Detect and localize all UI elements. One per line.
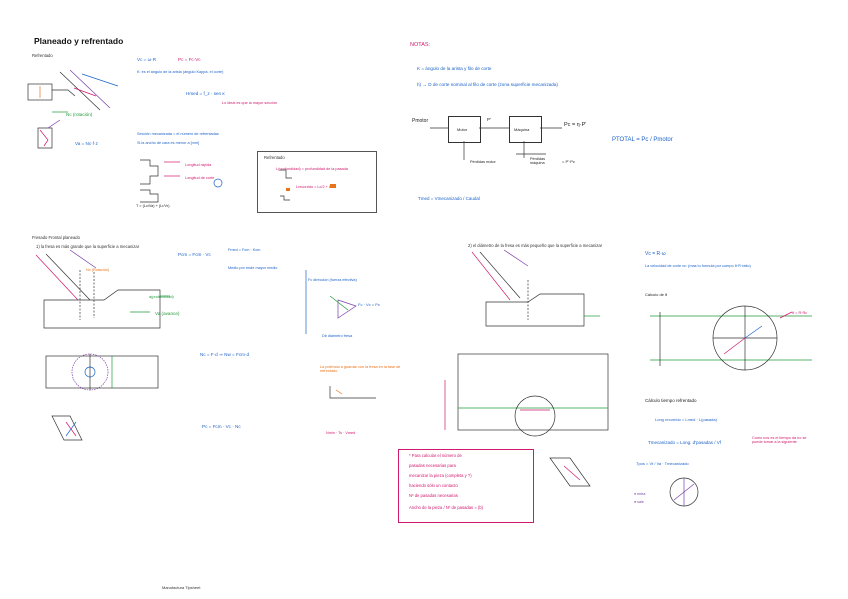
tmed: Tmed = Vmecanizado / Caudal [418,196,480,201]
long-cut: Longitud de corte [185,176,215,180]
mbox-l4: haciendo sólo un contacto [409,483,458,488]
wide-note: Si la ancho de cara es menor a [mm] [137,141,200,145]
theta-circle [650,305,812,371]
box-line1: L(profundidad) = profundidad de la pasad… [276,167,348,171]
paso-note: Como nos es el tiempo da no se puede tom… [752,436,807,444]
tlong-eq: Long recorrido = Lmed · L(pasada) [655,417,717,422]
fmed-note: Medio por ende mayor medio [228,266,278,270]
maquina-box: Máquina [509,116,542,143]
hmed-label: Hmed = f_z · sen κ [186,91,225,96]
feed-label: Va = Nc·f·z [75,141,98,146]
force-triangle [305,270,376,399]
p-prime: P' [487,117,491,122]
losses-motor: Pérdidas motor [470,160,496,164]
circle-label: Cálculo de θ [645,292,668,297]
power-eq: Pc = Fcm · Vc · Nc [202,424,241,429]
case1-sketch [35,249,170,441]
notes-line2: h) → D de corte nominal al filo de corte… [417,82,558,87]
legend1: ● entra [634,492,646,496]
hmed-note: Lo ideal es que la mayor sección [222,101,278,105]
pc-eq: Pc = η·P' [564,122,587,128]
mbox-l5: Nº de pasadas necesarias [409,493,458,498]
rotation-label: Nc (rotación) [66,112,93,117]
formula-pc: Pc = Fc·Vc [178,57,201,62]
radial-note: Fc dirección (fuerza efectiva) [308,278,357,282]
p-entry: Pmotor [412,118,429,124]
page-title: Planeado y refrentado [34,36,124,46]
eta-eq: = P'·Pc [562,159,575,164]
case1-feed-dir: Nc (Rotación) [86,268,110,272]
box-line2: Lrecorrido = Lc/2 + Lx [296,185,333,189]
motor-box: Motor [448,116,481,143]
tool-width: a(profundidad) [149,295,174,299]
case2-sketch [444,249,609,487]
mbox-l6: Ancho de la pieza / Nº de pasadas = (b) [409,505,484,510]
mbox-l3: mecanizar la pieza (completa y ?) [409,473,472,478]
fmed-eq: Fmed = Fcm · Kcm [228,248,261,252]
motor-label: Motor [457,127,468,132]
section-case1: 1) la fresa es más grande que la superfi… [36,244,140,249]
legend2: ● sale [634,500,644,504]
p-total: PTOTAL = Pc / Pmotor [612,137,673,143]
pcm-eq: Pcm = Fcm · Vc [178,252,211,257]
losses-maq: Pérdidas máquina [530,157,545,165]
footer: Manufactura Tipsheet [162,585,201,590]
entry-exit-sketch [669,477,699,507]
vc-eq: Vc = R·ω [645,251,666,257]
t-total: T = (Lc/Va) + (Lr/Vr) [136,204,170,208]
ws-eq: Nc = F·d ⇒ Nw = Fcm·d [200,352,250,357]
box-title: Refrentado [264,155,285,160]
note-k: K: es el ángulo de la arista (ángulo Kap… [137,70,224,74]
theta-label: θ = R·Rc [792,311,808,315]
refrentado-box: Refrentado L(profundidad) = profundidad … [257,151,377,213]
section-case2: 2) el diámetro de la fresa es más pequeñ… [468,243,603,248]
cut-force: Fc · Vc = Pc [358,302,380,307]
min-eq: Nmin · Ts · Vmed [326,431,356,435]
section-refrentado: Refrentado [32,53,53,58]
vf-label: Va (avance) [155,311,180,316]
section-note: Sección mecanizada = el número de refren… [137,132,219,136]
maquina-label: Máquina [514,127,530,132]
depth-note: Db diámetro fresa [322,334,353,338]
mbox-l1: * Para calcular el número de [409,453,462,458]
trun-eq: Tpos = Vf / Va · Tmecanizado [636,461,689,466]
formula-v: Vc = ω·R [137,57,157,62]
long-rapid: Longitud rápida [185,163,212,167]
refrentado-sketch [27,69,119,149]
magenta-note-box: * Para calcular el número de pasadas nec… [398,449,534,523]
step-profile-sketch [140,159,336,203]
notes-title: NOTAS: [410,42,431,48]
notes-flow-arrows [430,127,562,160]
tmec-eq: Tmecanizado = Long. d'pasadas / Vf [648,440,722,445]
mbox-l2: pasadas necesarias para [409,463,456,468]
tiempo-title: Cálculo tiempo refrentado [645,398,697,403]
vc-note: La velocidad de corte vc: (mas tu formul… [645,264,751,268]
note-orange: La potencia a guardar con la fresa en la… [320,365,401,373]
section-fresado: Fresado Frontal planeado [32,235,80,240]
notes-line1: K = ángulo de la arista y filo de corte [417,66,492,71]
